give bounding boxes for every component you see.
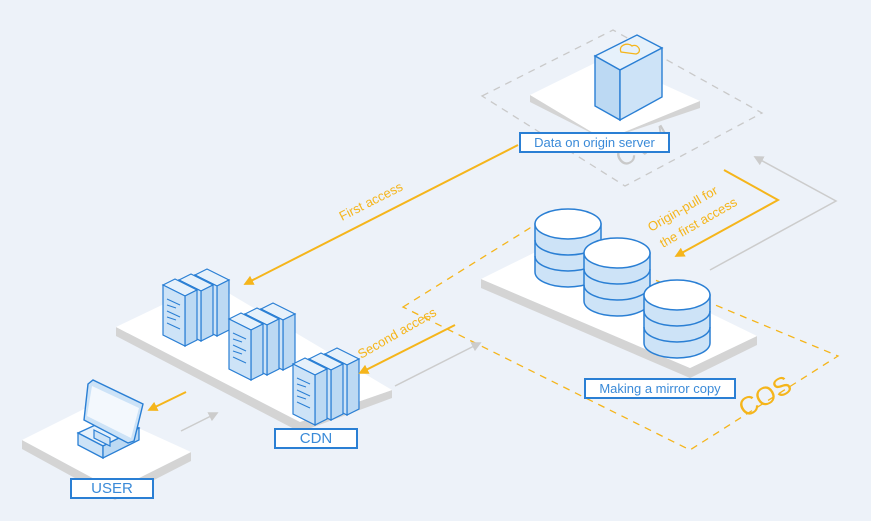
- server-stack-icon: [227, 302, 297, 381]
- cos-zone-outline: [401, 227, 840, 451]
- database-icon: [583, 237, 651, 317]
- server-box-icon: [593, 34, 664, 122]
- first-access-arrow: [243, 144, 519, 285]
- second-access-arrow: [358, 324, 456, 374]
- cos-zone-label: COS: [733, 369, 797, 423]
- server-stack-icon: [161, 268, 231, 347]
- cvm-zone-outline: [480, 29, 764, 187]
- cdn-to-user-arrow: [147, 391, 187, 411]
- cos-label: Making a mirror copy: [584, 378, 736, 399]
- cvm-label: Data on origin server: [519, 132, 670, 153]
- database-icon: [643, 279, 711, 359]
- computer-icon: [76, 379, 144, 460]
- second-access-label: Second access: [355, 304, 439, 361]
- cloud-icon: [619, 43, 641, 55]
- user-to-cdn-arrow: [180, 412, 219, 432]
- server-stack-icon: [291, 347, 361, 426]
- request-to-cos-arrow: [394, 342, 482, 387]
- user-label: USER: [70, 478, 154, 499]
- mirror-copy-arrow: [709, 156, 838, 271]
- origin-pull-arrow: [674, 169, 781, 257]
- cdn-label: CDN: [274, 428, 358, 449]
- first-access-label: First access: [337, 179, 406, 224]
